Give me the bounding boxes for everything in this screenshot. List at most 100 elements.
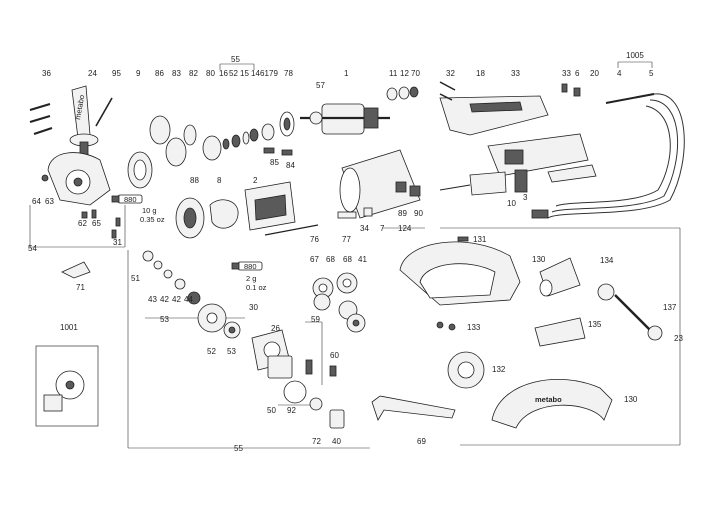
part-label-5: 5 — [649, 69, 654, 78]
part-label-70: 70 — [411, 69, 420, 78]
part-label-10: 10 — [507, 199, 516, 208]
part-label-2: 2 — [253, 176, 258, 185]
part-label-4: 4 — [617, 69, 622, 78]
part-label-6: 6 — [575, 69, 580, 78]
part-label-53-bottom: 53 — [227, 347, 236, 356]
grease-tube-label-2: 880 — [244, 262, 257, 271]
part-label-95: 95 — [112, 69, 121, 78]
handle-housing-18 — [439, 95, 549, 136]
part-label-135: 135 — [588, 320, 602, 329]
part-label-72: 72 — [312, 437, 321, 446]
part-label-132: 132 — [492, 365, 506, 374]
part-label-86: 86 — [155, 69, 164, 78]
power-cable — [531, 93, 685, 219]
part-label-71: 71 — [76, 283, 85, 292]
grease-amount-2: 2 g — [246, 274, 256, 283]
part-label-30: 30 — [249, 303, 258, 312]
part-label-43: 43 — [148, 295, 157, 304]
part-label-51: 51 — [131, 274, 140, 283]
part-label-12: 12 — [400, 69, 409, 78]
part-label-34: 34 — [360, 224, 369, 233]
part-label-14: 14 — [251, 69, 260, 78]
armature-1 — [300, 103, 390, 135]
part-label-77: 77 — [342, 235, 351, 244]
part-label-55-top: 55 — [231, 55, 240, 64]
part-label-33-b: 33 — [562, 69, 571, 78]
part-label-59: 59 — [311, 315, 320, 324]
part-label-131: 131 — [473, 235, 487, 244]
lower-guard-130 — [491, 378, 613, 429]
grease-tube-1 — [111, 194, 143, 204]
screws-36 — [29, 103, 53, 135]
part-label-33-a: 33 — [511, 69, 520, 78]
part-label-90: 90 — [414, 209, 423, 218]
part-label-67: 67 — [310, 255, 319, 264]
part-label-26: 26 — [271, 324, 280, 333]
part-label-23: 23 — [674, 334, 683, 343]
part-label-88: 88 — [190, 176, 199, 185]
part-label-42a: 42 — [160, 295, 169, 304]
part-label-76: 76 — [310, 235, 319, 244]
group-lines — [29, 61, 681, 449]
part-label-130-a: 130 — [532, 255, 546, 264]
part-label-130-b: 130 — [624, 395, 638, 404]
part-label-137: 137 — [663, 303, 677, 312]
part-label-11: 11 — [389, 69, 398, 78]
part-label-7: 7 — [380, 224, 385, 233]
part-label-63: 63 — [45, 197, 54, 206]
part-drawings — [29, 81, 685, 429]
part-label-80: 80 — [206, 69, 215, 78]
part-label-65: 65 — [92, 219, 101, 228]
part-label-3: 3 — [523, 193, 528, 202]
part-label-52: 52 — [229, 69, 238, 78]
part-label-92: 92 — [287, 406, 296, 415]
part-label-20: 20 — [590, 69, 599, 78]
part-label-84: 84 — [286, 161, 295, 170]
part-label-57: 57 — [316, 81, 325, 90]
part-label-82: 82 — [189, 69, 198, 78]
grip-brand-text: metabo — [73, 94, 86, 120]
part-label-50: 50 — [267, 406, 276, 415]
part-label-78: 78 — [284, 69, 293, 78]
side-handle-24 — [69, 85, 99, 159]
motor-housing-7 — [339, 149, 421, 219]
part-label-53-group: 53 — [160, 315, 169, 324]
grease-amount-1: 10 g — [142, 206, 157, 215]
part-label-42b: 42 — [172, 295, 181, 304]
part-label-44: 44 — [184, 295, 193, 304]
part-label-24: 24 — [88, 69, 97, 78]
part-label-134: 134 — [600, 256, 614, 265]
grease-oz-1: 0.35 oz — [140, 215, 165, 224]
part-label-64: 64 — [32, 197, 41, 206]
part-label-83: 83 — [172, 69, 181, 78]
part-label-1005: 1005 — [626, 51, 644, 60]
part-label-18: 18 — [476, 69, 485, 78]
grease-tube-label-1: 880 — [124, 195, 137, 204]
part-label-60: 60 — [330, 351, 339, 360]
part-label-89: 89 — [398, 209, 407, 218]
part-label-124: 124 — [398, 224, 412, 233]
part-label-62: 62 — [78, 219, 87, 228]
part-label-1: 1 — [344, 69, 349, 78]
part-label-54: 54 — [28, 244, 37, 253]
part-label-79: 79 — [269, 69, 278, 78]
part-label-31: 31 — [113, 238, 122, 247]
grease-notes: 880 10 g 0.35 oz 880 2 g 0.1 oz metabo m… — [73, 94, 562, 404]
part-label-61: 61 — [260, 69, 269, 78]
part-label-36: 36 — [42, 69, 51, 78]
part-label-52-bottom: 52 — [207, 347, 216, 356]
part-label-8: 8 — [217, 176, 222, 185]
part-label-40: 40 — [332, 437, 341, 446]
cutting-guard-130 — [399, 241, 521, 306]
part-label-55-bottom: 55 — [234, 444, 243, 453]
part-label-68-b: 68 — [343, 255, 352, 264]
part-number-labels: 36 24 95 9 86 83 82 80 55 16 52 15 14 61… — [28, 51, 683, 453]
grease-oz-2: 0.1 oz — [246, 283, 267, 292]
part-label-32: 32 — [446, 69, 455, 78]
guard-brand-text: metabo — [535, 395, 562, 404]
part-label-15: 15 — [240, 69, 249, 78]
part-label-9: 9 — [136, 69, 141, 78]
part-label-41: 41 — [358, 255, 367, 264]
gear-head-housing — [41, 152, 111, 206]
